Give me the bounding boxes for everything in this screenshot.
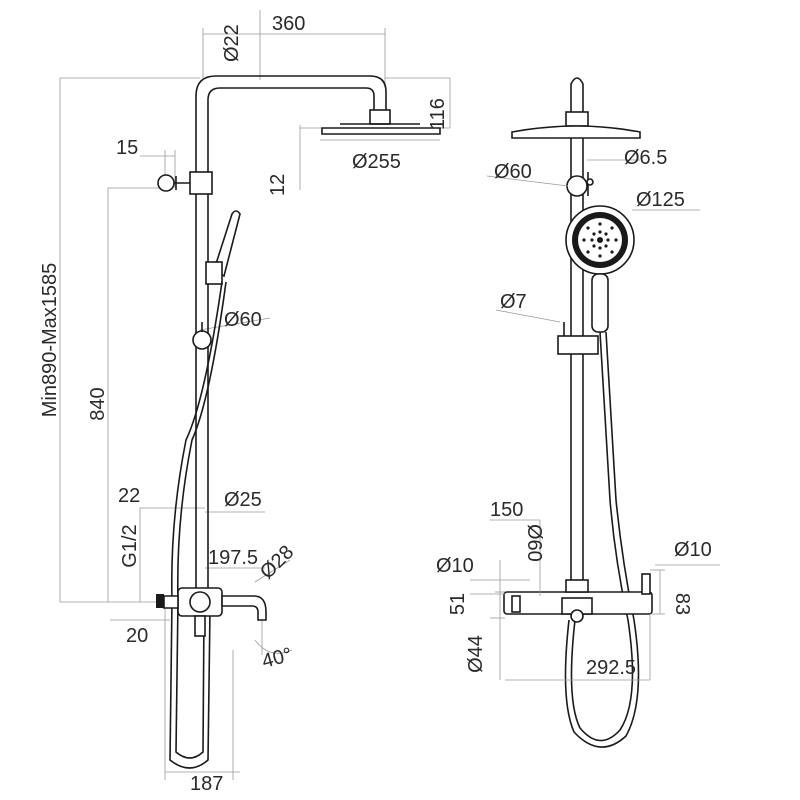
- hand-shower: [213, 210, 241, 278]
- label-pipe-diameter: Ø22: [221, 24, 243, 62]
- leader-60-front: [486, 175, 569, 187]
- label-mixer-width: 150: [490, 499, 523, 521]
- leader-7: [495, 309, 561, 323]
- front-riser: [570, 131, 584, 593]
- front-mixer-joint: [565, 579, 589, 593]
- front-head-joint: [565, 111, 589, 127]
- front-mixer-center: [570, 609, 584, 623]
- label-rail-diameter: Ø25: [224, 489, 262, 511]
- diverter-body: [189, 171, 213, 195]
- label-arm-reach: 360: [272, 13, 305, 35]
- label-slider-diameter: Ø60: [224, 309, 262, 331]
- label-mixer-height-right: 83: [671, 593, 693, 615]
- label-mixer-knob: Ø60: [523, 524, 545, 562]
- riser-outer: [195, 75, 387, 590]
- label-mixer-height-left: 51: [447, 593, 469, 615]
- riser-inner: [207, 87, 375, 590]
- front-top-connector: [570, 77, 584, 115]
- label-spout-angle: 40°: [260, 644, 295, 673]
- label-head-diameter: Ø255: [352, 151, 401, 173]
- label-rail-height: 840: [87, 387, 109, 420]
- label-head-thickness: 12: [267, 174, 289, 196]
- head-connector: [369, 109, 391, 125]
- nozzle-pattern: [582, 222, 618, 258]
- front-right-pin: [641, 573, 651, 595]
- front-diverter: [566, 175, 588, 197]
- label-inlet-offset: 20: [126, 625, 148, 647]
- label-inlet-thread: G1/2: [119, 524, 141, 567]
- label-center-distance: 292.5: [586, 657, 636, 679]
- leader-60: [199, 317, 271, 331]
- label-knob-diameter: Ø6.5: [624, 147, 667, 169]
- diverter-knob: [157, 174, 175, 192]
- slider-bracket: [192, 330, 212, 350]
- label-rail-pin: Ø7: [500, 291, 527, 313]
- hose-outlet: [194, 615, 206, 637]
- label-valve-offset: 15: [116, 137, 138, 159]
- label-head-height: 116: [427, 98, 449, 130]
- mixer-center: [189, 591, 211, 613]
- spout: [221, 595, 267, 621]
- hose-inner: [175, 281, 227, 759]
- label-handshower-diameter: Ø125: [636, 189, 685, 211]
- side-view: Ø22 360 116 12 Ø255 15 Ø60 Min890-Max158…: [39, 10, 451, 795]
- label-hose-depth: 187: [190, 773, 223, 795]
- label-mixer-bar: Ø44: [465, 635, 487, 673]
- front-view: Ø60 Ø6.5 Ø125 Ø7 150 Ø60 Ø10 Ø10 51 83 Ø…: [436, 77, 720, 748]
- hose-outer: [169, 281, 223, 769]
- angle-arc: [254, 639, 293, 654]
- label-rail-offset: 22: [118, 485, 140, 507]
- front-knob-cap: [586, 178, 594, 186]
- front-left-knob: [511, 595, 521, 613]
- shower-head: [321, 127, 441, 135]
- hand-shower-handle: [591, 273, 609, 333]
- wall-inlet: [156, 594, 164, 608]
- label-height-range: Min890-Max1585: [39, 263, 61, 418]
- inlet-connector: [163, 595, 179, 609]
- hand-shower-grip: [205, 261, 223, 285]
- front-shower-head: [511, 125, 641, 139]
- label-diverter-diameter: Ø60: [494, 161, 532, 183]
- front-hose-outer: [570, 331, 634, 742]
- front-hose-inner: [564, 331, 640, 748]
- front-slider: [557, 335, 599, 355]
- label-spout-length: 197.5: [208, 547, 258, 569]
- label-right-pin: Ø10: [674, 539, 712, 561]
- leader-28: [254, 559, 291, 583]
- label-left-pin: Ø10: [436, 555, 474, 577]
